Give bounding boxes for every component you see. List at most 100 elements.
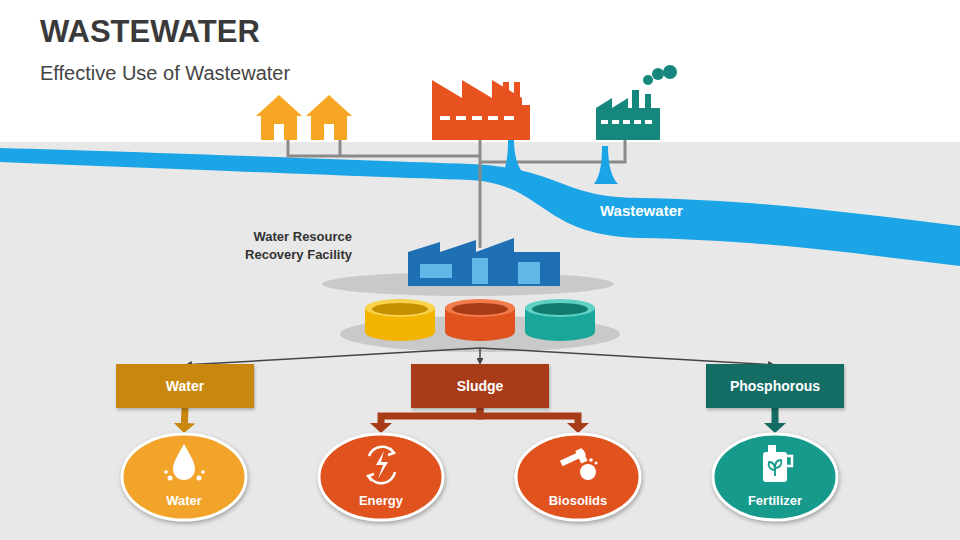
treatment-tanks-part-part [365,323,435,341]
factory-green [596,65,677,140]
factory-green-part [601,120,652,124]
factory-green-part [663,65,677,79]
treatment-tanks-part-part [365,299,435,317]
treatment-tanks-part-part [445,323,515,341]
factory-orange-part [440,116,514,120]
houses-part [306,95,352,140]
factory-orange-part-part [472,116,482,120]
recovery-building-part [408,238,560,286]
ellipse-outline [514,432,642,522]
factory-green-part-part [612,120,619,124]
factory-green-part-part [601,120,608,124]
treatment-tanks-part [445,299,515,341]
product-ellipse: Fertilizer [711,432,839,522]
fertilizer-icon-part [787,456,792,466]
recovery-building-part [472,258,488,284]
houses-part [324,124,334,140]
water-icon-part [173,444,195,480]
treatment-tanks-part-part [525,299,595,317]
ellipse-outline-part [713,434,837,520]
outflow [500,140,618,184]
biosolids-icon-part [595,462,598,465]
output-arrow [181,408,189,423]
output-box: Sludge [411,364,549,408]
factory-green-part [632,90,639,108]
outflow-part [594,146,618,184]
factory-orange-part-part [440,116,450,120]
flow-arrow [192,348,480,365]
flow-arrow [479,348,481,358]
output-arrow [381,408,480,423]
biosolids-icon-part [560,450,586,466]
fertilizer-icon-part [768,445,776,452]
subtitle: Effective Use of Wastewater [40,62,290,85]
output-arrow [480,408,578,423]
treatment-tanks-part [525,299,595,341]
ellipse-outline [317,432,445,522]
treatment-tanks-part-part [372,303,428,315]
pipes-part [288,140,480,156]
treatment-tanks-part-part [452,303,508,315]
factory-green-part [645,94,651,108]
factory-orange-part [514,82,520,105]
flow-arrow [480,348,768,365]
output-box: Water [116,364,254,408]
node-text: Biosolids [549,493,608,508]
recovery-building-part [518,262,540,284]
fertilizer-icon [763,445,792,482]
ellipse-outline [120,432,248,522]
pipes-part [479,140,482,248]
factory-orange-part [503,82,509,105]
river-label: Wastewater [600,202,683,219]
treatment-tanks [340,299,620,352]
houses [256,95,352,140]
water-icon-part [164,470,168,474]
energy-icon-part [369,472,395,483]
recovery-building-part [420,264,452,278]
product-ellipse: Biosolids [514,432,642,522]
output-box: Phosphorous [706,364,844,408]
fertilizer-icon-part [763,452,787,482]
water-icon-part [197,476,202,481]
houses-part [256,95,302,140]
node-text: Water [166,493,202,508]
facility-node: Water Resource Recovery Facility [230,228,730,348]
ellipse-outline-part [319,434,443,520]
energy-icon-part [376,451,388,479]
node-text: Phosphorous [730,378,820,394]
water-icon-part [168,476,173,481]
node-text: Energy [359,493,403,508]
output-arrow [772,408,779,423]
ellipse-outline-part [516,434,640,520]
product-ellipse: Water [120,432,248,522]
biosolids-icon [560,448,598,480]
factory-green-part-part [634,120,641,124]
factory-green-part-part [645,120,652,124]
node-text: Water [166,378,204,394]
outflow-part [500,140,528,178]
pipes-part [339,140,342,156]
node-text: Water Resource Recovery Facility [234,228,352,264]
houses-part [274,124,284,140]
energy-icon-part [369,447,393,456]
factory-orange-part [432,80,530,140]
factory-green-part [643,75,653,85]
title: WASTEWATER [40,14,260,50]
treatment-tanks-part [365,299,435,341]
factory-orange-part-part [504,116,514,120]
energy-icon [368,447,395,483]
ellipse-outline-part [122,434,246,520]
factory-orange [432,80,530,140]
energy-icon-part [368,474,374,481]
factory-green-part [652,68,664,80]
water-icon-part [201,470,205,474]
node-text: Sludge [457,378,504,394]
factory-green-part-part [623,120,630,124]
biosolids-icon-part [589,458,593,462]
factory-orange-part-part [456,116,466,120]
water-icon [164,444,205,481]
recovery-building [322,238,614,296]
factory-orange-part-part [488,116,498,120]
